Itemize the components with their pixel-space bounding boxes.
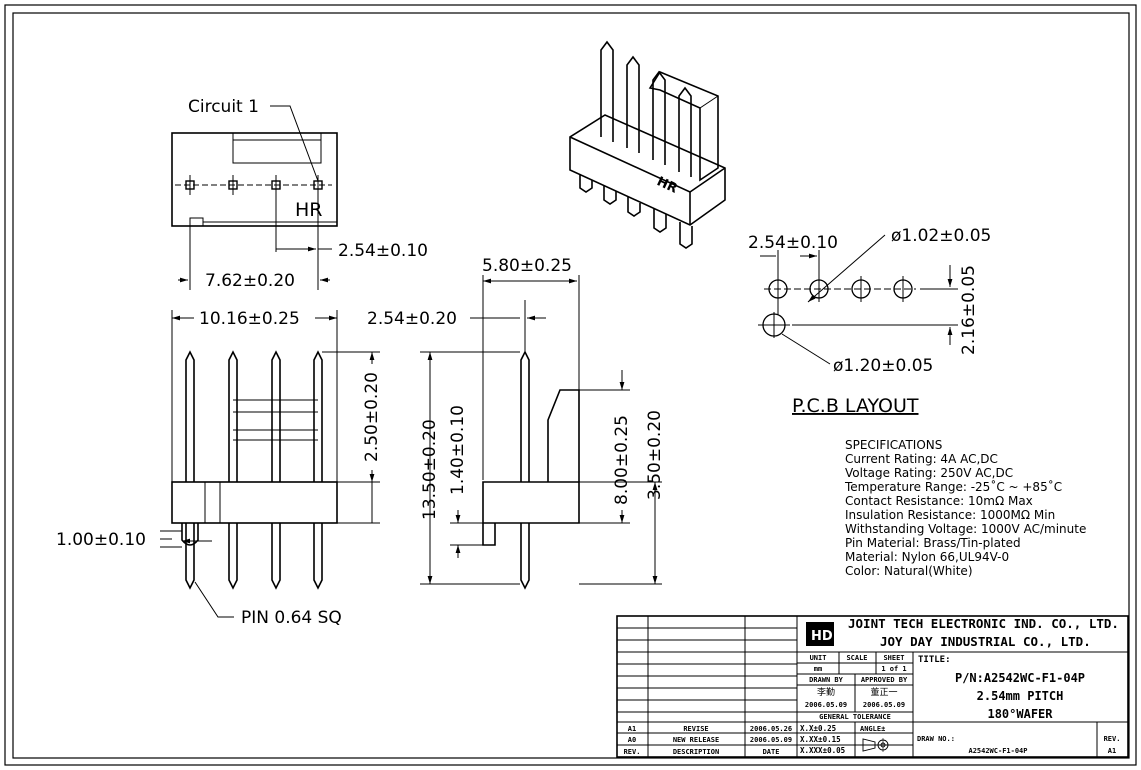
side-view: 5.80±0.25 2.54±0.20 13.50±0.20 1.40±0.10… xyxy=(367,256,665,590)
sheet-border-inner xyxy=(12,12,1130,759)
company-name-1: JOINT TECH ELECTRONIC IND. CO., LTD. xyxy=(848,616,1119,631)
projection-symbol-icon xyxy=(862,738,890,752)
drawn-date: 2006.05.09 xyxy=(805,701,847,709)
top-pitch-dim: 2.54±0.10 xyxy=(338,241,428,261)
rev-value: A1 xyxy=(1108,747,1116,755)
draw-no-label: DRAW NO.: xyxy=(917,735,955,743)
specs-heading: SPECIFICATIONS xyxy=(845,438,942,452)
rev-label: REV. xyxy=(1104,735,1121,743)
rev-header-description: DESCRIPTION xyxy=(673,748,719,756)
approved-date: 2006.05.09 xyxy=(863,701,905,709)
rev-entry-date: 2006.05.26 xyxy=(750,725,792,733)
pcb-hole-dim: ø1.02±0.05 xyxy=(891,226,991,246)
pcb-large-hole-dim: ø1.20±0.05 xyxy=(833,356,933,376)
front-top-pin-dim: 2.50±0.20 xyxy=(362,372,382,462)
rev-entry-date: 2006.05.09 xyxy=(750,736,792,744)
side-depth-dim: 5.80±0.25 xyxy=(482,256,572,276)
general-tolerance-label: GENERAL TOLERANCE xyxy=(819,713,891,721)
spec-line: Withstanding Voltage: 1000V AC/minute xyxy=(845,522,1086,536)
rev-entry-rev: A0 xyxy=(628,736,636,744)
company-logo xyxy=(806,622,834,646)
title-block: A1 REVISE 2006.05.26 A0 NEW RELEASE 2006… xyxy=(616,615,1129,758)
spec-line: Contact Resistance: 10mΩ Max xyxy=(845,494,1033,508)
rev-entry-description: REVISE xyxy=(683,725,708,733)
pcb-layout-title: P.C.B LAYOUT xyxy=(792,395,919,417)
title-label: TITLE: xyxy=(918,655,951,665)
front-view: 10.16±0.25 2.50±0.20 1.00±0.10 PIN 0.64 … xyxy=(56,309,382,628)
specifications: SPECIFICATIONS Current Rating: 4A AC,DC … xyxy=(844,438,1086,578)
rev-header-rev: REV. xyxy=(624,748,641,756)
spec-line: Current Rating: 4A AC,DC xyxy=(845,452,998,466)
title-line-3: 180°WAFER xyxy=(987,707,1053,721)
sheet-label: SHEET xyxy=(883,654,904,662)
spec-line: Insulation Resistance: 1000MΩ Min xyxy=(845,508,1055,522)
angle-label: ANGLE± xyxy=(860,725,885,733)
drawn-by-label: DRAWN BY xyxy=(809,676,844,684)
pcb-offset-dim: 2.16±0.05 xyxy=(959,265,979,355)
front-width-dim: 10.16±0.25 xyxy=(199,309,300,329)
iso-brand-mark: HR xyxy=(654,174,679,196)
tolerance-2: X.XX±0.15 xyxy=(800,735,841,744)
sheet-value: 1 of 1 xyxy=(881,665,906,673)
side-housing-height-dim: 8.00±0.25 xyxy=(612,415,632,505)
rev-header-date: DATE xyxy=(763,748,780,756)
drawn-by-name: 李勤 xyxy=(817,686,835,698)
scale-label: SCALE xyxy=(846,654,867,662)
pcb-pitch-dim: 2.54±0.10 xyxy=(748,233,838,253)
spec-line: Voltage Rating: 250V AC,DC xyxy=(845,466,1013,480)
title-line-1: P/N:A2542WC-F1-04P xyxy=(955,671,1085,685)
side-lock-dim: 1.40±0.10 xyxy=(448,405,468,495)
spec-line: Temperature Range: -25˚C ~ +85˚C xyxy=(844,479,1062,494)
side-total-height-dim: 13.50±0.20 xyxy=(420,419,440,520)
sheet-border-outer xyxy=(4,4,1137,766)
circuit-1-label: Circuit 1 xyxy=(188,97,259,117)
side-pin-offset-dim: 2.54±0.20 xyxy=(367,309,457,329)
rev-entry-rev: A1 xyxy=(628,725,636,733)
tolerance-3: X.XXX±0.05 xyxy=(800,746,845,755)
title-line-2: 2.54mm PITCH xyxy=(977,689,1064,703)
side-tail-dim: 3.50±0.20 xyxy=(645,410,665,500)
unit-label: UNIT xyxy=(810,654,827,662)
spec-line: Material: Nylon 66,UL94V-0 xyxy=(845,550,1009,564)
top-span-dim: 7.62±0.20 xyxy=(205,271,295,291)
company-name-2: JOY DAY INDUSTRIAL CO., LTD. xyxy=(880,634,1091,649)
spec-line: Color: Natural(White) xyxy=(845,564,973,578)
pin-size-note: PIN 0.64 SQ xyxy=(241,608,342,628)
unit-value: mm xyxy=(814,665,822,673)
spec-line: Pin Material: Brass/Tin-plated xyxy=(845,536,1021,550)
top-view-brand-mark: HR xyxy=(295,199,323,221)
top-view: HR Circuit 1 2.54±0.10 7.62±0.20 xyxy=(171,97,428,291)
approved-by-label: APPROVED BY xyxy=(861,676,908,684)
approved-by-name: 董正一 xyxy=(870,686,897,698)
pcb-layout: 2.54±0.10 ø1.02±0.05 2.16±0.05 ø1.20±0.0… xyxy=(748,226,991,417)
front-bottom-pin-dim: 1.00±0.10 xyxy=(56,530,146,550)
draw-no-value: A2542WC-F1-04P xyxy=(968,747,1027,755)
isometric-view: HR xyxy=(569,40,726,249)
rev-entry-description: NEW RELEASE xyxy=(673,736,719,744)
company-logo-mark: HD xyxy=(811,629,833,644)
tolerance-1: X.X±0.25 xyxy=(800,724,836,733)
